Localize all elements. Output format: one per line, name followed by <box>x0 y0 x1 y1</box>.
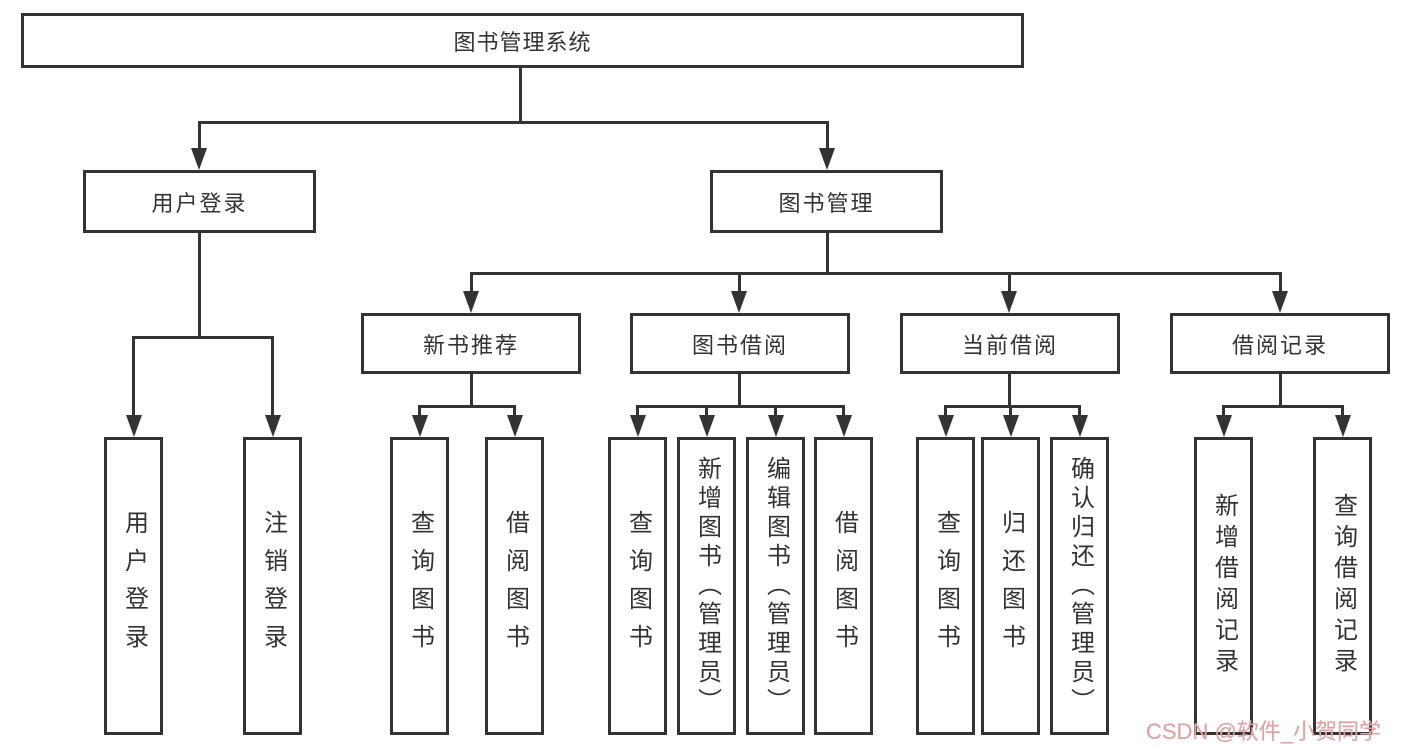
arrow-down-icon <box>699 415 715 437</box>
node-label: 归还图书 <box>997 510 1025 662</box>
connector-line <box>738 371 741 408</box>
connector-line <box>738 272 741 293</box>
connector-line <box>1222 405 1225 417</box>
node-label: 借阅图书 <box>501 510 529 662</box>
node-label: 用户登录 <box>151 190 248 216</box>
connector-line <box>842 405 845 417</box>
node-new-book-recommend: 新书推荐 <box>361 313 581 374</box>
connector-line <box>198 230 201 339</box>
arrow-down-icon <box>1272 291 1288 313</box>
connector-line <box>1279 371 1282 408</box>
node-leaf-query-books-current: 查询图书 <box>916 437 975 735</box>
node-label: 借阅记录 <box>1231 332 1328 358</box>
arrow-down-icon <box>836 415 852 437</box>
node-leaf-add-borrow-record: 新增借阅记录 <box>1194 437 1253 735</box>
arrow-down-icon <box>1335 415 1351 437</box>
node-leaf-edit-books-admin: 编辑图书（管理员） <box>746 437 805 735</box>
node-borrow-records: 借阅记录 <box>1170 313 1390 374</box>
connector-line <box>513 405 516 417</box>
node-label: 图书管理 <box>778 190 875 216</box>
node-label: 查询图书 <box>624 510 652 662</box>
connector-bar <box>470 272 1282 275</box>
node-label: 借阅图书 <box>830 510 858 662</box>
node-label: 查询借阅记录 <box>1329 493 1357 679</box>
connector-line <box>519 66 522 124</box>
arrow-down-icon <box>463 291 479 313</box>
connector-line <box>198 121 201 150</box>
connector-line <box>1341 405 1344 417</box>
arrow-down-icon <box>507 415 523 437</box>
connector-bar <box>636 405 845 408</box>
connector-line <box>1078 405 1081 417</box>
arrow-down-icon <box>265 415 281 437</box>
node-label: 图书借阅 <box>691 332 788 358</box>
connector-line <box>470 371 473 408</box>
node-leaf-return-books: 归还图书 <box>981 437 1040 735</box>
arrow-down-icon <box>630 415 646 437</box>
arrow-down-icon <box>191 148 207 170</box>
arrow-down-icon <box>731 291 747 313</box>
node-leaf-borrow-books: 借阅图书 <box>814 437 873 735</box>
connector-line <box>418 405 421 417</box>
node-leaf-borrow-books-recommend: 借阅图书 <box>485 437 544 735</box>
node-leaf-logout: 注销登录 <box>243 437 302 735</box>
node-label: 编辑图书（管理员） <box>762 455 790 717</box>
connector-line <box>826 230 829 275</box>
connector-bar <box>944 405 1081 408</box>
node-label: 新书推荐 <box>422 332 519 358</box>
arrow-down-icon <box>768 415 784 437</box>
node-leaf-query-books-recommend: 查询图书 <box>390 437 449 735</box>
arrow-down-icon <box>938 415 954 437</box>
node-leaf-query-books-borrow: 查询图书 <box>608 437 667 735</box>
node-leaf-query-borrow-record: 查询借阅记录 <box>1313 437 1372 735</box>
node-leaf-add-books-admin: 新增图书（管理员） <box>677 437 736 735</box>
csdn-watermark: CSDN @软件_小贺同学 <box>1146 719 1382 744</box>
connector-line <box>132 336 135 416</box>
connector-line <box>1008 371 1011 408</box>
arrow-down-icon <box>126 415 142 437</box>
connector-bar <box>198 121 829 124</box>
arrow-down-icon <box>1216 415 1232 437</box>
connector-line <box>705 405 708 417</box>
node-label: 查询图书 <box>932 510 960 662</box>
connector-line <box>1009 405 1012 417</box>
node-label: 确认归还（管理员） <box>1066 455 1094 717</box>
arrow-down-icon <box>412 415 428 437</box>
connector-line <box>774 405 777 417</box>
connector-line <box>1279 272 1282 293</box>
connector-bar <box>418 405 516 408</box>
arrow-down-icon <box>1001 291 1017 313</box>
node-book-borrow: 图书借阅 <box>630 313 850 374</box>
connector-bar <box>1222 405 1344 408</box>
node-label: 图书管理系统 <box>453 29 592 55</box>
connector-line <box>1008 272 1011 293</box>
arrow-down-icon <box>819 148 835 170</box>
node-label: 查询图书 <box>406 510 434 662</box>
node-label: 新增图书（管理员） <box>693 455 721 717</box>
connector-line <box>636 405 639 417</box>
node-leaf-confirm-return-admin: 确认归还（管理员） <box>1050 437 1109 735</box>
node-label: 新增借阅记录 <box>1210 493 1238 679</box>
connector-line <box>470 272 473 293</box>
node-label: 用户登录 <box>120 510 148 662</box>
node-library-management-system: 图书管理系统 <box>21 13 1024 68</box>
connector-line <box>826 121 829 150</box>
connector-line <box>271 336 274 416</box>
arrow-down-icon <box>1072 415 1088 437</box>
node-leaf-user-login: 用户登录 <box>104 437 163 735</box>
node-label: 注销登录 <box>259 510 287 662</box>
node-label: 当前借阅 <box>961 332 1058 358</box>
node-book-management: 图书管理 <box>710 170 943 233</box>
arrow-down-icon <box>1003 415 1019 437</box>
connector-bar <box>132 336 274 339</box>
connector-line <box>944 405 947 417</box>
node-user-login: 用户登录 <box>83 170 316 233</box>
node-current-borrow: 当前借阅 <box>900 313 1120 374</box>
